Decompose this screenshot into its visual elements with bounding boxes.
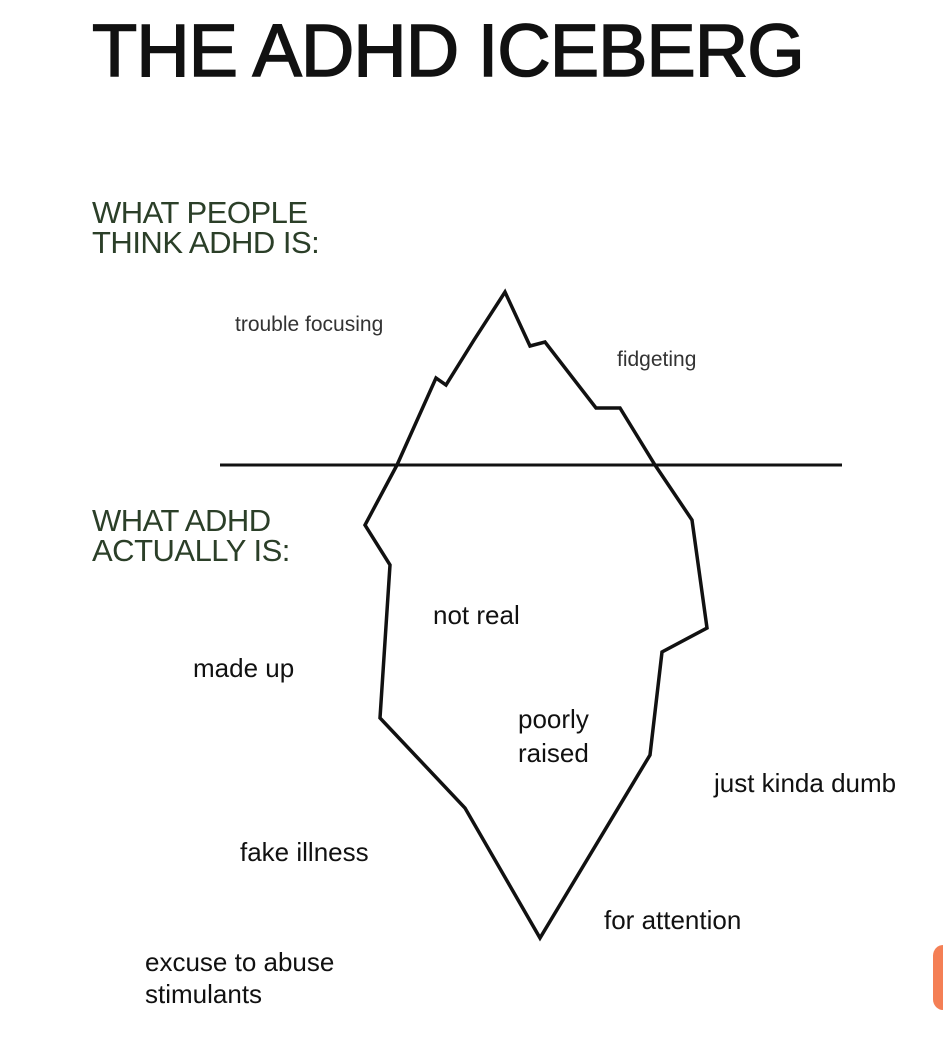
label-not-real: not real xyxy=(433,600,520,630)
label-made-up: made up xyxy=(193,653,295,683)
label-fake-illness: fake illness xyxy=(240,837,369,867)
orange-badge xyxy=(933,945,943,1010)
label-poorly: poorly xyxy=(518,704,589,734)
label-excuse-to-abuse-stimulants: excuse to abuse stimulants xyxy=(145,946,334,1010)
above-heading-line1: WHAT PEOPLE xyxy=(92,195,308,230)
below-heading-line2: ACTUALLY IS: xyxy=(92,533,290,568)
label-trouble-focusing: trouble focusing xyxy=(235,313,384,336)
label-raised: raised xyxy=(518,738,589,768)
label-excuse-line2: stimulants xyxy=(145,979,263,1009)
page-title: THE ADHD ICEBERG xyxy=(91,8,805,93)
label-for-attention: for attention xyxy=(604,905,742,935)
iceberg-outline xyxy=(362,288,709,942)
label-fidgeting: fidgeting xyxy=(617,348,697,371)
label-excuse-line1: excuse to abuse xyxy=(145,947,335,977)
label-just-kinda-dumb: just kinda dumb xyxy=(714,768,897,798)
above-heading: WHAT PEOPLE THINK ADHD IS: xyxy=(92,195,320,260)
below-heading-line1: WHAT ADHD xyxy=(92,503,271,538)
label-poorly-raised: poorly raised xyxy=(518,702,589,770)
above-heading-line2: THINK ADHD IS: xyxy=(92,225,320,260)
below-heading: WHAT ADHD ACTUALLY IS: xyxy=(92,503,290,568)
